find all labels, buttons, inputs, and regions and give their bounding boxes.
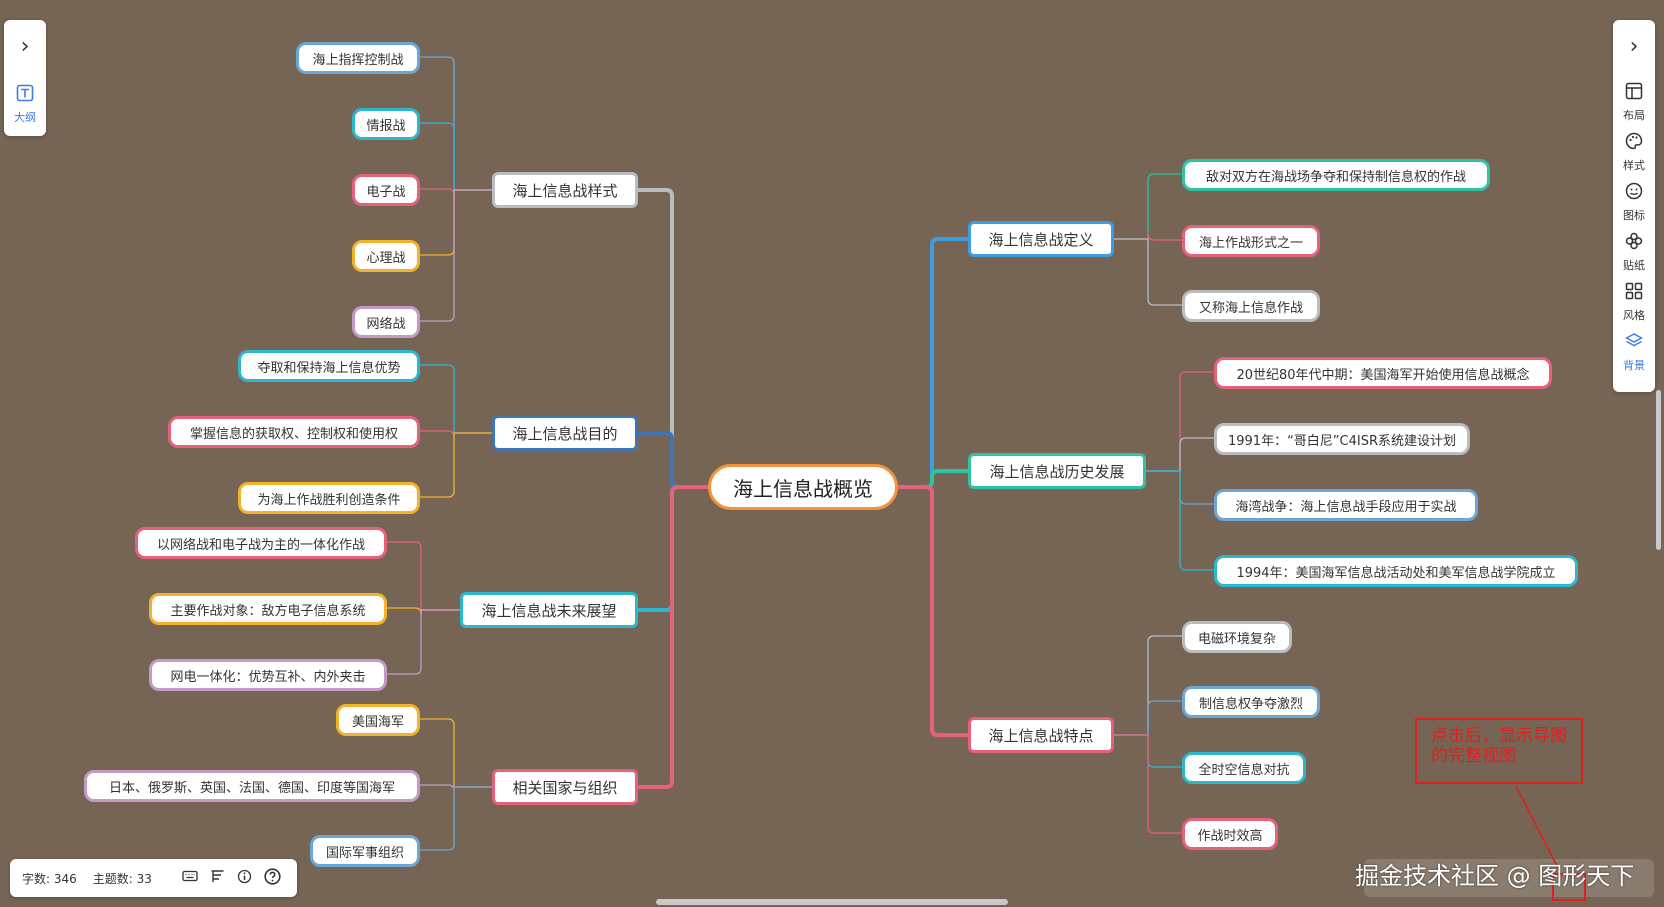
layout-icon bbox=[1613, 82, 1655, 105]
left-panel: › 大纲 bbox=[4, 20, 46, 136]
right-panel: › 布局 样式 图标 贴纸 风格 背景 bbox=[1613, 20, 1655, 392]
subtopic-connector bbox=[1114, 635, 1182, 736]
branch-connector bbox=[638, 485, 708, 789]
branch-topic[interactable]: 海上信息战特点 bbox=[968, 717, 1114, 753]
subtopic-connector bbox=[1114, 233, 1182, 241]
subtopic[interactable]: 心理战 bbox=[352, 240, 420, 272]
background-label: 背景 bbox=[1623, 359, 1645, 372]
annotation-callout: 点击后，显示导图的完整视图 bbox=[1415, 718, 1583, 784]
subtopic[interactable]: 1994年：美国海军信息战活动处和美军信息战学院成立 bbox=[1214, 555, 1578, 587]
branch-connector bbox=[898, 469, 968, 489]
subtopic-connector bbox=[420, 718, 492, 788]
branch-topic[interactable]: 海上信息战历史发展 bbox=[968, 453, 1146, 489]
word-count: 字数: 346 bbox=[22, 871, 77, 886]
branch-connector bbox=[898, 237, 968, 489]
subtopic[interactable]: 夺取和保持海上信息优势 bbox=[238, 350, 420, 382]
subtopic[interactable]: 日本、俄罗斯、英国、法国、德国、印度等国海军 bbox=[84, 770, 420, 802]
watermark-text: 掘金技术社区 @ 图形天下 bbox=[1355, 862, 1635, 890]
subtopic[interactable]: 美国海军 bbox=[336, 704, 420, 736]
subtopic-connector bbox=[420, 189, 492, 256]
theme-style-button[interactable]: 风格 bbox=[1613, 282, 1655, 323]
subtopic[interactable]: 海湾战争：海上信息战手段应用于实战 bbox=[1214, 489, 1478, 521]
expand-left-chevron-icon[interactable]: › bbox=[20, 34, 30, 59]
sticker-icon bbox=[1613, 232, 1655, 255]
subtopic-connector bbox=[387, 541, 460, 611]
subtopic[interactable]: 又称海上信息作战 bbox=[1182, 290, 1320, 322]
subtopic[interactable]: 网电一体化：优势互补、内外夹击 bbox=[149, 659, 387, 691]
outline-button[interactable]: 大纲 bbox=[4, 84, 46, 125]
keyboard-icon[interactable] bbox=[182, 870, 198, 886]
icon-button[interactable]: 图标 bbox=[1613, 182, 1655, 223]
subtopic[interactable]: 为海上作战胜利创造条件 bbox=[238, 482, 420, 514]
info-icon[interactable] bbox=[237, 869, 252, 888]
sticker-button[interactable]: 贴纸 bbox=[1613, 232, 1655, 273]
help-icon[interactable] bbox=[264, 867, 281, 889]
root-topic[interactable]: 海上信息战概览 bbox=[708, 464, 898, 510]
subtopic-connector bbox=[387, 609, 460, 675]
subtopic-connector bbox=[420, 189, 492, 322]
subtopic[interactable]: 情报战 bbox=[352, 108, 420, 140]
subtopic-connector bbox=[420, 56, 492, 191]
branch-topic[interactable]: 海上信息战目的 bbox=[492, 415, 638, 451]
outline-text-icon bbox=[4, 84, 46, 107]
subtopic-connector bbox=[1114, 238, 1182, 306]
subtopic-connector bbox=[1114, 700, 1182, 736]
branch-topic[interactable]: 海上信息战未来展望 bbox=[460, 592, 638, 628]
subtopic[interactable]: 掌握信息的获取权、控制权和使用权 bbox=[168, 416, 420, 448]
icon-label: 图标 bbox=[1623, 209, 1645, 222]
branch-connector bbox=[638, 431, 708, 489]
subtopic[interactable]: 全时空信息对抗 bbox=[1182, 752, 1306, 784]
zoom-controls[interactable] bbox=[1364, 859, 1654, 897]
style-label: 样式 bbox=[1623, 159, 1645, 172]
subtopic[interactable]: 敌对双方在海战场争夺和保持制信息权的作战 bbox=[1182, 159, 1490, 191]
subtopic-connector bbox=[420, 122, 492, 191]
subtopic-connector bbox=[1114, 173, 1182, 240]
branch-topic[interactable]: 海上信息战定义 bbox=[968, 221, 1114, 257]
subtopic-connector bbox=[1146, 371, 1214, 472]
status-bar: 字数: 346 主题数: 33 bbox=[10, 859, 297, 897]
topic-count: 主题数: 33 bbox=[92, 871, 152, 886]
expand-right-chevron-icon[interactable]: › bbox=[1629, 34, 1639, 59]
palette-icon bbox=[1613, 132, 1655, 155]
subtopic[interactable]: 海上作战形式之一 bbox=[1182, 225, 1320, 257]
subtopic-connector bbox=[420, 364, 492, 434]
subtopic[interactable]: 以网络战和电子战为主的一体化作战 bbox=[135, 527, 387, 559]
subtopic[interactable]: 电子战 bbox=[352, 174, 420, 206]
subtopic[interactable]: 电磁环境复杂 bbox=[1182, 621, 1292, 653]
subtopic[interactable]: 网络战 bbox=[352, 306, 420, 338]
subtopic[interactable]: 作战时效高 bbox=[1182, 818, 1278, 850]
subtopic[interactable]: 制信息权争夺激烈 bbox=[1182, 686, 1320, 718]
layout-label: 布局 bbox=[1623, 109, 1645, 122]
subtopic-connector bbox=[1146, 437, 1214, 472]
fit-view-button-highlight[interactable] bbox=[1552, 873, 1586, 901]
background-button[interactable]: 背景 bbox=[1613, 332, 1655, 373]
subtopic-connector bbox=[420, 784, 492, 792]
subtopic-connector bbox=[420, 786, 492, 851]
layers-icon bbox=[1613, 332, 1655, 355]
subtopic[interactable]: 1991年：“哥白尼”C4ISR系统建设计划 bbox=[1214, 423, 1470, 455]
subtopic[interactable]: 海上指挥控制战 bbox=[296, 42, 420, 74]
subtopic[interactable]: 国际军事组织 bbox=[310, 835, 420, 867]
subtopic[interactable]: 主要作战对象：敌方电子信息系统 bbox=[149, 593, 387, 625]
smiley-icon bbox=[1613, 182, 1655, 205]
sticker-label: 贴纸 bbox=[1623, 259, 1645, 272]
style-button[interactable]: 样式 bbox=[1613, 132, 1655, 173]
subtopic-connector bbox=[1114, 734, 1182, 834]
subtopic[interactable]: 20世纪80年代中期：美国海军开始使用信息战概念 bbox=[1214, 357, 1552, 389]
layout-button[interactable]: 布局 bbox=[1613, 82, 1655, 123]
horizontal-scrollbar[interactable] bbox=[656, 899, 1008, 905]
vertical-scrollbar[interactable] bbox=[1656, 390, 1661, 550]
subtopic-connector bbox=[1146, 470, 1214, 571]
branch-connector bbox=[898, 485, 968, 737]
grid-style-icon bbox=[1613, 282, 1655, 305]
outline-label: 大纲 bbox=[14, 111, 36, 124]
subtopic-connector bbox=[420, 432, 492, 498]
subtopic-connector bbox=[387, 607, 460, 615]
branch-topic[interactable]: 海上信息战样式 bbox=[492, 172, 638, 208]
subtopic-connector bbox=[420, 430, 492, 438]
theme-style-label: 风格 bbox=[1623, 309, 1645, 322]
minimap-icon[interactable] bbox=[210, 869, 225, 888]
branch-topic[interactable]: 相关国家与组织 bbox=[492, 769, 638, 805]
